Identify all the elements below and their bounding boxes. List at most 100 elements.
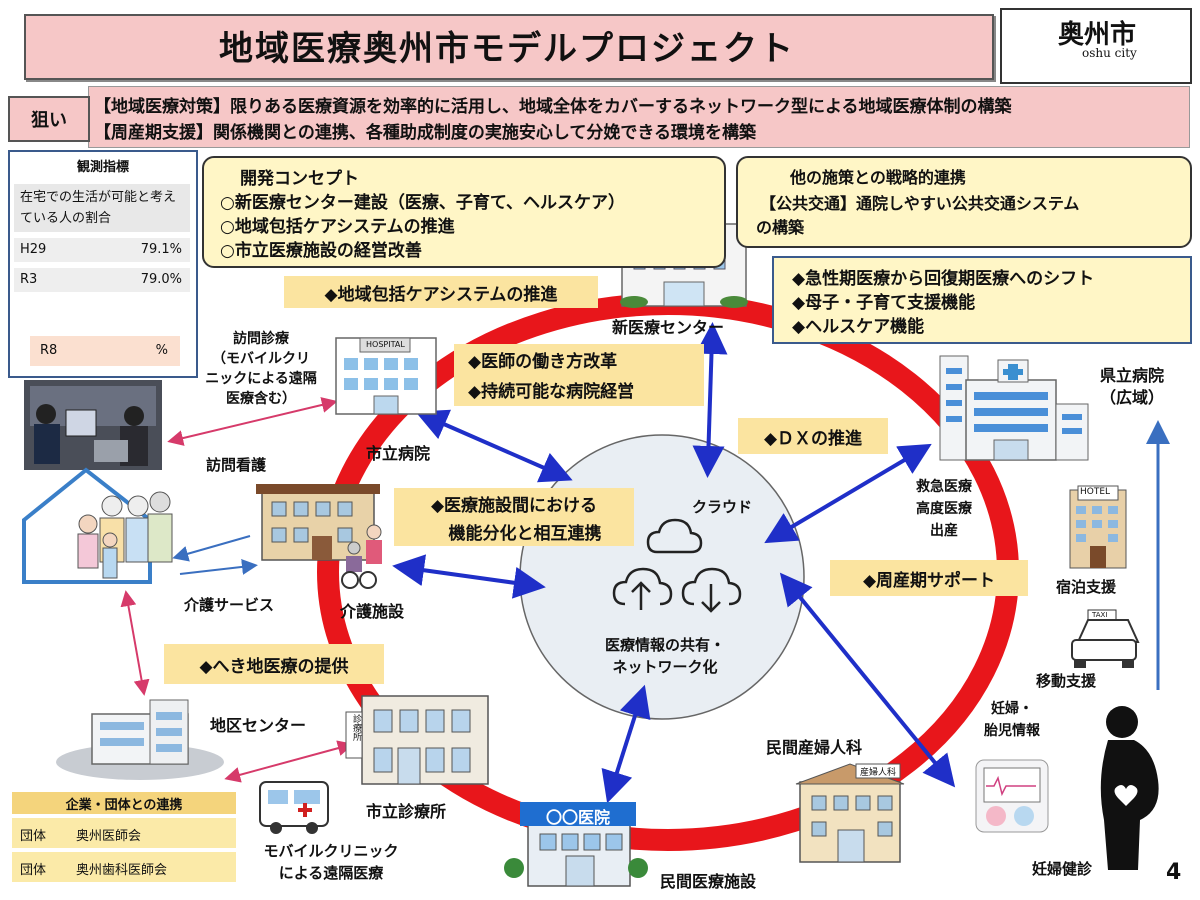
strategy-line: 【公共交通】通院しやすい公共交通システム <box>760 194 1080 213</box>
initiative-perinatal: ◆周産期サポート <box>830 560 1028 596</box>
clinic-sign: 診療所 <box>351 714 361 741</box>
partner-name: 奥州歯科医師会 <box>76 863 168 878</box>
indicator-value: 79.0% <box>140 272 182 287</box>
node-emergency-line-1: 救急医療 <box>916 479 972 495</box>
title-banner <box>24 14 994 80</box>
indicator-value: 79.1% <box>140 242 182 257</box>
partners-title: 企業・団体との連携 <box>12 792 236 814</box>
shift-item: ◆ヘルスケア機能 <box>792 317 925 337</box>
target-unit: % <box>155 343 168 358</box>
arrow-district-clinic <box>224 740 354 783</box>
node-emergency-line-2: 高度医療 <box>916 501 972 517</box>
page-number: 4 <box>1166 860 1182 885</box>
initiative-remote-area: ◆へき地医療の提供 <box>164 644 384 684</box>
node-district-center: 地区センター <box>210 716 307 735</box>
node-pref-hospital-line-2: （広域） <box>1099 388 1164 407</box>
arrow-home-district <box>120 590 150 696</box>
taxi-vehicle <box>1071 609 1140 668</box>
partner-row: 団体 奥州歯科医師会 <box>12 852 236 882</box>
node-mobile-clinic-line-1: モバイルクリニック <box>263 842 399 860</box>
partner-row: 団体 奥州医師会 <box>12 818 236 848</box>
indicator-title: 観測指標 <box>76 160 129 175</box>
partner-type: 団体 <box>20 863 47 878</box>
indicator-label: 在宅での生活が可能と考えている人の割合 <box>14 184 190 232</box>
target-year: R8 <box>40 343 58 358</box>
private-clinic-building <box>504 802 648 887</box>
logo-frame <box>1000 8 1192 84</box>
indicator-target-row: R8 % <box>30 336 180 366</box>
strategy-box <box>736 156 1192 248</box>
node-private-facility: 民間医療施設 <box>660 872 757 891</box>
node-lodging: 宿泊支援 <box>1056 578 1117 596</box>
concept-item: ○新医療センター建設（医療、子育て、ヘルスケア） <box>220 193 625 213</box>
node-transport: 移動支援 <box>1036 672 1097 690</box>
hotel-building <box>1069 485 1127 569</box>
hospital-sign: HOSPITAL <box>366 340 405 349</box>
node-home-visit-line-2: （モバイルクリ <box>212 351 310 367</box>
cloud-caption-line-2: ネットワーク化 <box>612 658 718 676</box>
initiative-dx: ◆ＤＸの推進 <box>738 418 888 454</box>
node-emergency-line-3: 出産 <box>930 523 958 539</box>
node-home-visit-line-1: 訪問診療 <box>233 331 289 347</box>
node-pregnant-info-line-2: 胎児情報 <box>984 723 1040 739</box>
node-home-visit-line-3: ニックによる遠隔 <box>205 371 317 387</box>
district-center-building <box>56 699 224 780</box>
initiative-sustainable: ◆持続可能な病院経営 <box>454 372 704 406</box>
shift-item: ◆母子・子育て支援機能 <box>792 293 976 313</box>
care-facility-building <box>256 484 382 589</box>
node-obgyn: 民間産婦人科 <box>766 738 863 757</box>
concept-item: ○市立医療施設の経営改善 <box>220 241 422 261</box>
node-city-hospital: 市立病院 <box>366 444 431 463</box>
arrow-care-to-home <box>172 535 251 562</box>
arrow-hospital-cloud <box>415 409 573 483</box>
node-pref-hospital-line-1: 県立病院 <box>1099 366 1164 385</box>
city-hospital-building <box>335 337 437 415</box>
node-home-visit-line-4: 医療含む） <box>226 391 296 407</box>
initiative-work-style: ◆医師の働き方改革 <box>454 344 704 374</box>
strategy-line: の構築 <box>756 218 805 237</box>
city-clinic-building <box>345 695 489 785</box>
node-care-service: 介護サービス <box>184 596 275 614</box>
cloud-download-icon <box>681 567 742 613</box>
cloud-caption-line-1: 医療情報の共有・ <box>604 636 725 654</box>
cloud-label: クラウド <box>691 498 752 516</box>
node-mobile-clinic-line-2: による遠隔医療 <box>278 864 384 882</box>
strategy-title: 他の施策との戦略的連携 <box>790 168 966 187</box>
node-checkup: 妊婦健診 <box>1032 860 1093 878</box>
concept-box <box>202 156 726 268</box>
indicator-year: H29 <box>20 242 47 257</box>
arrow-obgyn-cloud <box>779 572 956 788</box>
aim-tag: 狙い <box>8 96 90 142</box>
node-pregnant-info-line-1: 妊婦・ <box>991 701 1033 717</box>
node-care-facility: 介護施設 <box>340 602 405 621</box>
cloud-upload-icon <box>612 567 673 610</box>
arrow-pref-cloud <box>764 443 932 544</box>
initiative-cooperation-line-2: 機能分化と相互連携 <box>394 516 634 546</box>
node-visit-nursing: 訪問看護 <box>206 456 267 474</box>
fetal-monitor-device <box>975 759 1049 833</box>
initiative-cooperation-line-1: ◆医療施設間における <box>394 488 634 518</box>
logo-name: 奥州市 <box>1058 20 1137 50</box>
page-title: 地域医療奥州市モデルプロジェクト <box>219 28 795 69</box>
obgyn-clinic-building <box>795 763 905 863</box>
aim-line-2: 【周産期支援】関係機関との連携、各種助成制度の実施安心して分娩できる環境を構築 <box>94 123 756 143</box>
hotel-sign: HOTEL <box>1080 487 1111 497</box>
node-city-clinic: 市立診療所 <box>366 802 447 821</box>
mobile-clinic-vehicle <box>259 781 329 834</box>
arrow-center-cloud <box>692 322 728 478</box>
arrow-care-cloud <box>392 554 546 599</box>
initiative-community-care: ◆地域包括ケアシステムの推進 <box>284 276 598 308</box>
arrow-visit-remote <box>167 397 338 446</box>
taxi-sign: TAXI <box>1092 611 1108 619</box>
node-new-center: 新医療センター <box>612 318 725 337</box>
indicator-row: R3 79.0% <box>14 268 190 292</box>
private-clinic-sign: 〇〇医院 <box>546 808 611 827</box>
indicator-year: R3 <box>20 272 38 287</box>
indicator-row: H29 79.1% <box>14 238 190 262</box>
cloud-icon <box>646 518 703 554</box>
shift-box <box>772 256 1192 344</box>
arrow-home-to-care <box>179 558 258 575</box>
pregnant-woman-icon <box>1100 706 1159 870</box>
partner-type: 団体 <box>20 829 47 844</box>
partner-name: 奥州医師会 <box>76 829 142 844</box>
